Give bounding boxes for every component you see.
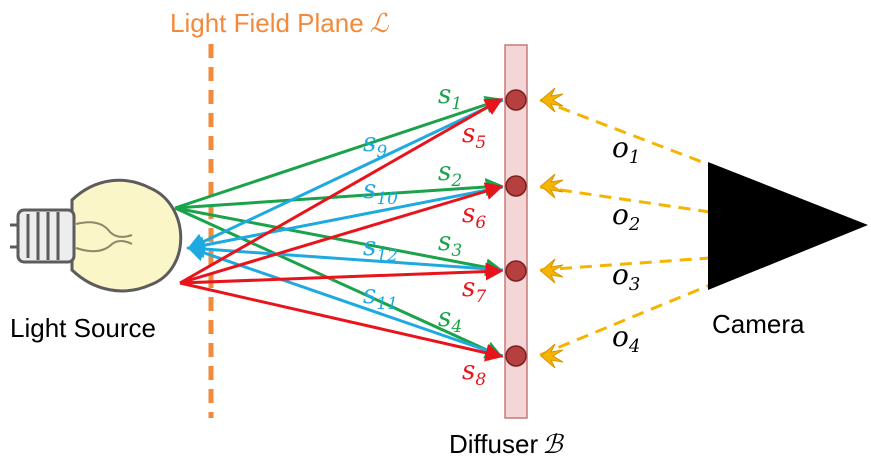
ray-s3 [174, 206, 504, 277]
ray-s7 [179, 262, 504, 285]
scatter-sparkle-icon [540, 87, 564, 113]
ray-label-s2: s2 [438, 157, 462, 191]
green-ray-labels: s1 s2 s3 s4 [438, 80, 462, 337]
ray-s9 [186, 98, 504, 250]
green-rays [174, 96, 504, 359]
light-source-label: Light Source [10, 313, 156, 343]
ray-label-s5: s5 [462, 119, 486, 153]
observation-label-o4: o4 [612, 320, 640, 357]
ray-label-s10: s10 [363, 175, 398, 209]
scatter-sparkles [540, 87, 564, 369]
diffuser-point-2 [505, 175, 527, 197]
diffuser-point-3 [505, 260, 527, 282]
camera-icon [708, 162, 868, 290]
ray-label-s7: s7 [462, 273, 486, 307]
ray-s6 [179, 182, 504, 285]
observation-label-o2: o2 [612, 198, 640, 235]
ray-s8 [179, 281, 504, 362]
observation-label-o1: o1 [612, 131, 640, 168]
observation-ray-1 [539, 98, 711, 167]
ray-label-s12: s12 [363, 232, 398, 266]
ray-s4 [174, 206, 504, 359]
observation-ray-4 [539, 283, 711, 357]
ray-label-s1: s1 [438, 80, 462, 114]
observation-ray-2 [539, 185, 711, 214]
blue-ray-labels: s9 s10 s12 s11 [363, 128, 398, 314]
ray-label-s6: s6 [462, 199, 486, 233]
scatter-sparkle-icon [540, 173, 564, 199]
diffuser-panel [504, 44, 528, 419]
red-rays [179, 98, 504, 362]
ray-label-s9: s9 [363, 128, 387, 162]
observation-labels: o1 o2 o3 o4 [612, 131, 640, 357]
light-bulb-icon [10, 178, 183, 293]
observation-label-o3: o3 [612, 258, 640, 295]
red-ray-labels: s5 s6 s7 s8 [462, 119, 486, 390]
ray-s2 [174, 177, 504, 210]
ray-label-s11: s11 [363, 280, 398, 314]
camera-label: Camera [712, 309, 805, 339]
diffuser-points [505, 89, 527, 367]
observation-ray-3 [539, 256, 711, 272]
ray-s12 [186, 240, 504, 272]
ray-s1 [174, 96, 504, 210]
observation-rays [539, 98, 711, 357]
diffuser-point-4 [505, 345, 527, 367]
scatter-sparkle-icon [540, 258, 564, 284]
blue-rays [186, 98, 504, 358]
diffuser-point-1 [505, 89, 527, 111]
ray-label-s8: s8 [462, 356, 486, 390]
ray-label-s3: s3 [438, 227, 462, 261]
ray-s11 [186, 244, 504, 358]
ray-s5 [179, 98, 504, 285]
ray-s10 [186, 185, 504, 255]
ray-label-s4: s4 [438, 303, 462, 337]
scatter-sparkle-icon [540, 343, 564, 369]
